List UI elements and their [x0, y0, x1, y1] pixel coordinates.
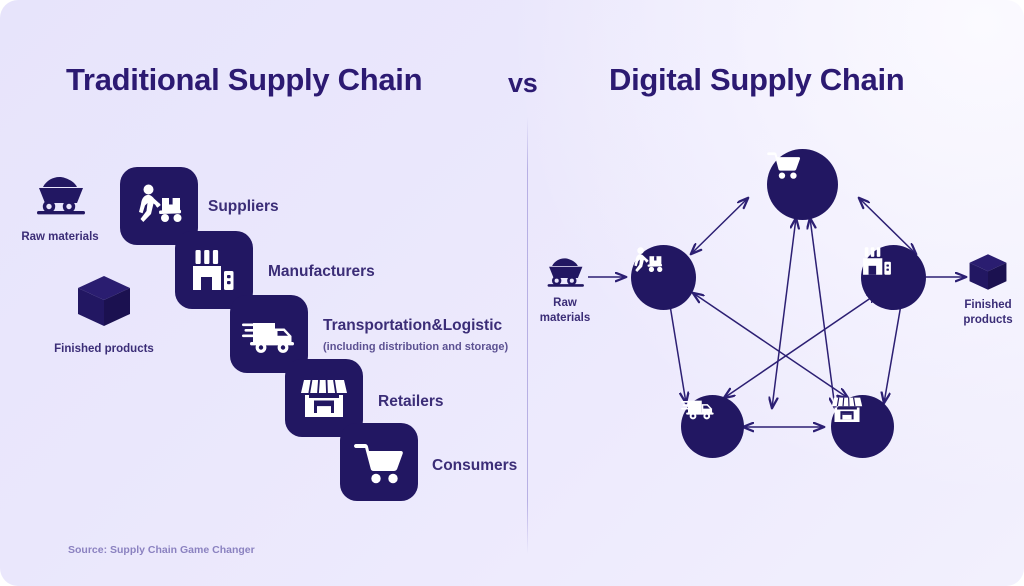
step-label-manufacturers: Manufacturers [268, 263, 375, 280]
network-node-consumers[interactable] [767, 149, 838, 220]
step-card-consumers[interactable] [340, 423, 418, 501]
step-label-suppliers: Suppliers [208, 198, 279, 215]
step-sublabel-transportation: (including distribution and storage) [323, 341, 509, 353]
source-attribution: Source: Supply Chain Game Changer [68, 544, 255, 556]
storefront-icon [831, 397, 863, 423]
network-node-retailers[interactable] [831, 395, 894, 458]
step-label-transportation: Transportation&Logistic [323, 317, 503, 334]
storefront-icon [301, 379, 347, 417]
vs-separator-label: vs [508, 68, 538, 98]
page-title-traditional: Traditional Supply Chain [66, 62, 423, 97]
step-card-retailers[interactable] [285, 359, 363, 437]
traditional-raw-materials: Raw materials [14, 172, 106, 245]
mining-cart-icon [37, 177, 85, 215]
hand-truck-worker-icon [139, 184, 182, 222]
network-node-transportation[interactable] [681, 395, 744, 458]
digital-finished-products-caption: Finished products [963, 299, 1013, 326]
step-label-consumers: Consumers [432, 457, 518, 474]
cube-icon [969, 254, 1007, 290]
digital-raw-materials-caption: Raw materials [539, 297, 591, 324]
finished-products-caption: Finished products [54, 343, 154, 355]
factory-icon [863, 247, 891, 275]
delivery-truck-icon [681, 400, 714, 420]
raw-materials-caption: Raw materials [21, 231, 99, 243]
step-label-retailers: Retailers [378, 393, 444, 410]
digital-network-diagram: Raw materials Finished products [528, 118, 1024, 554]
delivery-truck-icon [242, 323, 294, 353]
step-card-suppliers[interactable] [120, 167, 198, 245]
traditional-finished-products: Finished products [40, 272, 168, 357]
page-title-digital: Digital Supply Chain [609, 62, 905, 97]
network-node-manufacturers[interactable] [861, 245, 926, 310]
cube-icon [78, 276, 130, 326]
network-node-suppliers[interactable] [631, 245, 696, 310]
network-connections [588, 118, 1024, 554]
hand-truck-worker-icon [634, 247, 663, 273]
vertical-divider [527, 117, 528, 554]
shopping-cart-icon [354, 444, 403, 484]
factory-icon [193, 250, 234, 290]
shopping-cart-icon [767, 152, 801, 179]
mining-cart-icon [547, 258, 584, 287]
